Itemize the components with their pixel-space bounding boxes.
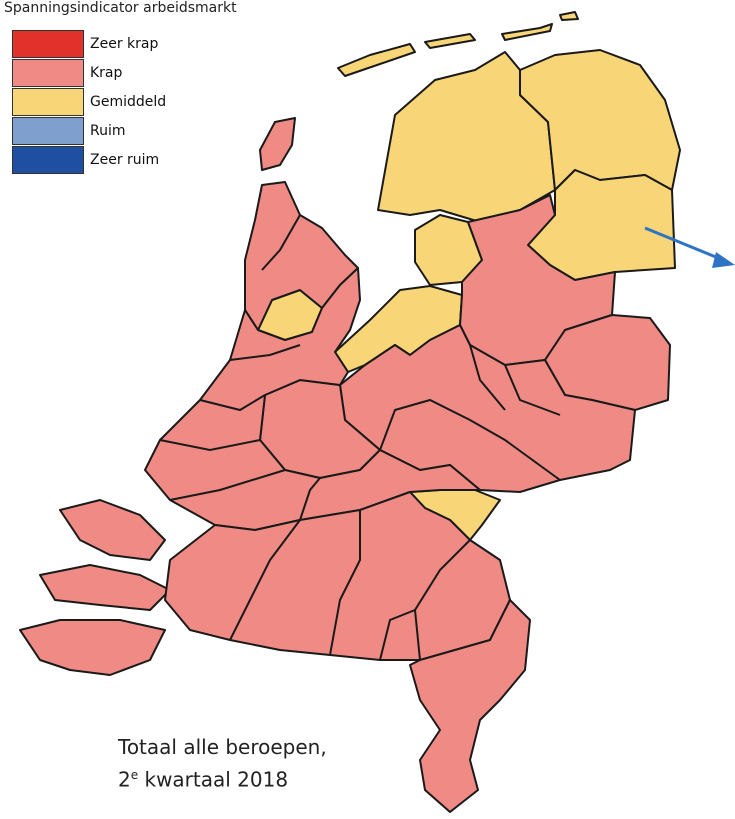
- legend-label: Ruim: [90, 122, 126, 139]
- map-caption: Totaal alle beroepen, 2e kwartaal 2018: [118, 733, 327, 794]
- legend: Zeer krap Krap Gemiddeld Ruim Zeer ruim: [12, 29, 166, 174]
- caption-line-2-rest: kwartaal 2018: [138, 767, 289, 792]
- caption-ordinal-suffix: e: [130, 768, 139, 782]
- zeeland: [19, 499, 171, 676]
- legend-item-krap: Krap: [12, 58, 166, 87]
- caption-ordinal: 2: [118, 767, 131, 792]
- legend-item-zeer-ruim: Zeer ruim: [12, 145, 166, 174]
- zuid-holland: [144, 267, 481, 531]
- legend-item-ruim: Ruim: [12, 116, 166, 145]
- legend-title: Spanningsindicator arbeidsmarkt: [4, 0, 237, 16]
- pointer-arrow: [644, 226, 735, 268]
- legend-label: Gemiddeld: [90, 93, 167, 110]
- legend-swatch: [12, 145, 84, 174]
- legend-label: Zeer ruim: [90, 151, 160, 168]
- legend-label: Krap: [90, 64, 123, 81]
- legend-label: Zeer krap: [90, 35, 159, 52]
- caption-line-1: Totaal alle beroepen,: [118, 735, 327, 759]
- texel: [259, 117, 296, 171]
- legend-item-zeer-krap: Zeer krap: [12, 29, 166, 58]
- legend-swatch: [12, 29, 84, 58]
- legend-swatch: [12, 87, 84, 116]
- wadden-islands: [337, 11, 579, 77]
- limburg: [409, 599, 531, 813]
- legend-item-gemiddeld: Gemiddeld: [12, 87, 166, 116]
- caption-line-2: 2e kwartaal 2018: [118, 761, 327, 794]
- legend-swatch: [12, 58, 84, 87]
- region-boundaries: [159, 214, 561, 661]
- legend-swatch: [12, 116, 84, 145]
